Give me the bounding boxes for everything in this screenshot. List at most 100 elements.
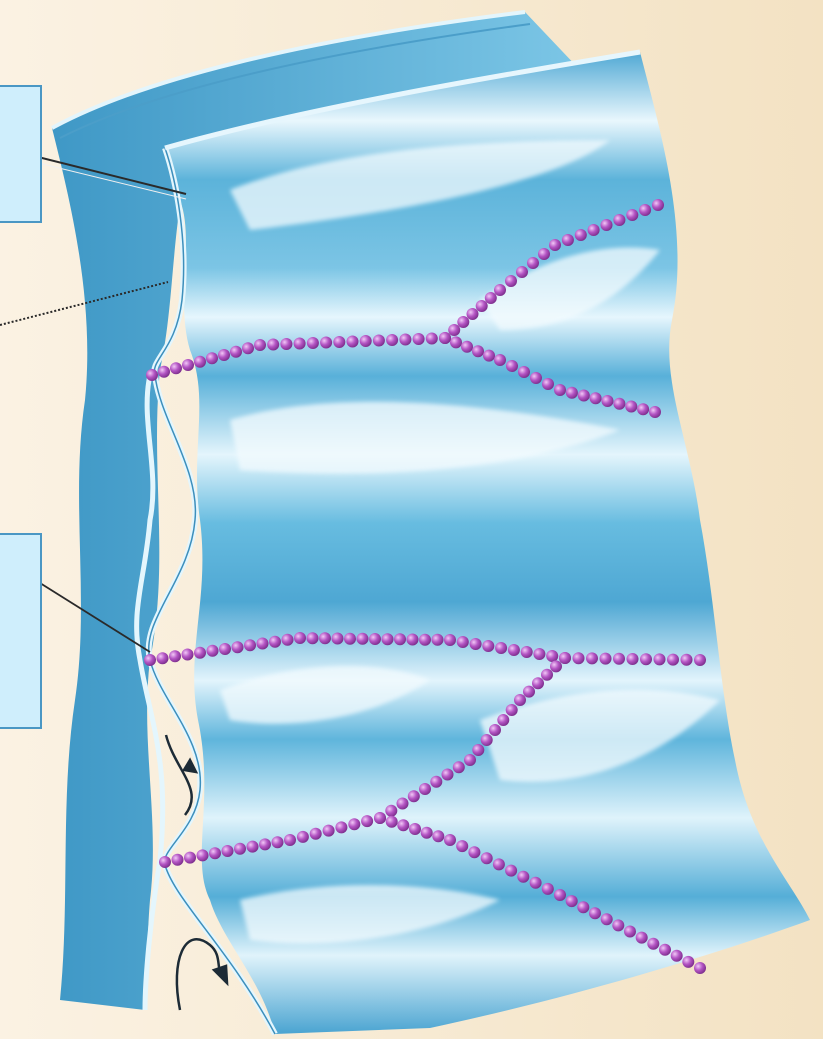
junction-protein-bead: [439, 332, 451, 344]
junction-protein-bead: [332, 633, 344, 645]
junction-protein-bead: [407, 634, 419, 646]
junction-protein-bead: [601, 219, 613, 231]
junction-protein-bead: [307, 632, 319, 644]
junction-protein-bead: [280, 338, 292, 350]
junction-protein-bead: [518, 366, 530, 378]
junction-protein-bead: [206, 352, 218, 364]
junction-protein-bead: [554, 889, 566, 901]
junction-protein-bead: [247, 841, 259, 853]
junction-protein-bead: [294, 632, 306, 644]
junction-protein-bead: [158, 366, 170, 378]
junction-protein-bead: [602, 395, 614, 407]
junction-protein-bead: [637, 403, 649, 415]
junction-protein-bead: [182, 359, 194, 371]
junction-protein-bead: [218, 349, 230, 361]
junction-protein-bead: [483, 350, 495, 362]
junction-protein-bead: [542, 883, 554, 895]
junction-protein-bead: [194, 647, 206, 659]
junction-protein-bead: [207, 645, 219, 657]
junction-protein-bead: [549, 239, 561, 251]
junction-protein-bead: [627, 653, 639, 665]
junction-protein-bead: [636, 932, 648, 944]
junction-protein-bead: [493, 858, 505, 870]
junction-protein-bead: [506, 360, 518, 372]
junction-protein-bead: [530, 877, 542, 889]
junction-protein-bead: [671, 950, 683, 962]
junction-protein-bead: [527, 257, 539, 269]
junction-protein-bead: [232, 641, 244, 653]
junction-protein-bead: [294, 338, 306, 350]
junction-protein-bead: [624, 926, 636, 938]
junction-protein-bead: [413, 333, 425, 345]
junction-protein-bead: [361, 815, 373, 827]
junction-protein-bead: [394, 633, 406, 645]
junction-protein-bead: [344, 633, 356, 645]
junction-protein-bead: [481, 734, 493, 746]
junction-protein-bead: [310, 828, 322, 840]
junction-protein-bead: [419, 783, 431, 795]
junction-protein-bead: [613, 398, 625, 410]
junction-protein-bead: [578, 390, 590, 402]
junction-protein-bead: [320, 337, 332, 349]
junction-protein-bead: [495, 642, 507, 654]
junction-protein-bead: [566, 895, 578, 907]
junction-protein-bead: [230, 346, 242, 358]
junction-protein-bead: [494, 354, 506, 366]
junction-protein-bead: [497, 714, 509, 726]
junction-protein-bead: [640, 653, 652, 665]
junction-protein-bead: [430, 776, 442, 788]
junction-protein-bead: [146, 369, 158, 381]
junction-protein-bead: [234, 843, 246, 855]
junction-protein-bead: [542, 378, 554, 390]
junction-protein-bead: [209, 847, 221, 859]
junction-protein-bead: [319, 632, 331, 644]
junction-protein-bead: [494, 284, 506, 296]
junction-protein-bead: [159, 856, 171, 868]
junction-protein-bead: [323, 825, 335, 837]
junction-protein-bead: [444, 834, 456, 846]
junction-protein-bead: [307, 337, 319, 349]
junction-protein-bead: [521, 646, 533, 658]
junction-protein-bead: [426, 333, 438, 345]
junction-protein-bead: [269, 636, 281, 648]
junction-protein-bead: [242, 342, 254, 354]
junction-protein-bead: [461, 341, 473, 353]
junction-protein-bead: [457, 316, 469, 328]
junction-protein-bead: [450, 336, 462, 348]
junction-protein-bead: [448, 324, 460, 336]
junction-protein-bead: [625, 401, 637, 413]
junction-protein-bead: [613, 653, 625, 665]
junction-protein-bead: [397, 819, 409, 831]
junction-protein-bead: [506, 704, 518, 716]
junction-protein-bead: [464, 754, 476, 766]
junction-protein-bead: [517, 871, 529, 883]
junction-protein-bead: [541, 669, 553, 681]
junction-protein-bead: [257, 638, 269, 650]
junction-protein-bead: [532, 677, 544, 689]
junction-protein-bead: [267, 339, 279, 351]
junction-protein-bead: [382, 633, 394, 645]
junction-protein-bead: [297, 831, 309, 843]
junction-protein-bead: [566, 387, 578, 399]
junction-protein-bead: [538, 248, 550, 260]
junction-protein-bead: [485, 292, 497, 304]
junction-protein-bead: [530, 372, 542, 384]
junction-protein-bead: [681, 654, 693, 666]
label-middle: [0, 533, 42, 729]
junction-protein-bead: [647, 938, 659, 950]
junction-protein-bead: [589, 907, 601, 919]
junction-protein-bead: [586, 652, 598, 664]
junction-protein-bead: [550, 660, 562, 672]
junction-protein-bead: [282, 634, 294, 646]
junction-protein-bead: [476, 300, 488, 312]
junction-protein-bead: [348, 818, 360, 830]
junction-protein-bead: [546, 650, 558, 662]
junction-protein-bead: [573, 652, 585, 664]
junction-protein-bead: [652, 199, 664, 211]
junction-protein-bead: [444, 634, 456, 646]
junction-protein-bead: [649, 406, 661, 418]
junction-protein-bead: [514, 694, 526, 706]
junction-protein-bead: [523, 686, 535, 698]
junction-protein-bead: [588, 224, 600, 236]
junction-protein-bead: [432, 634, 444, 646]
